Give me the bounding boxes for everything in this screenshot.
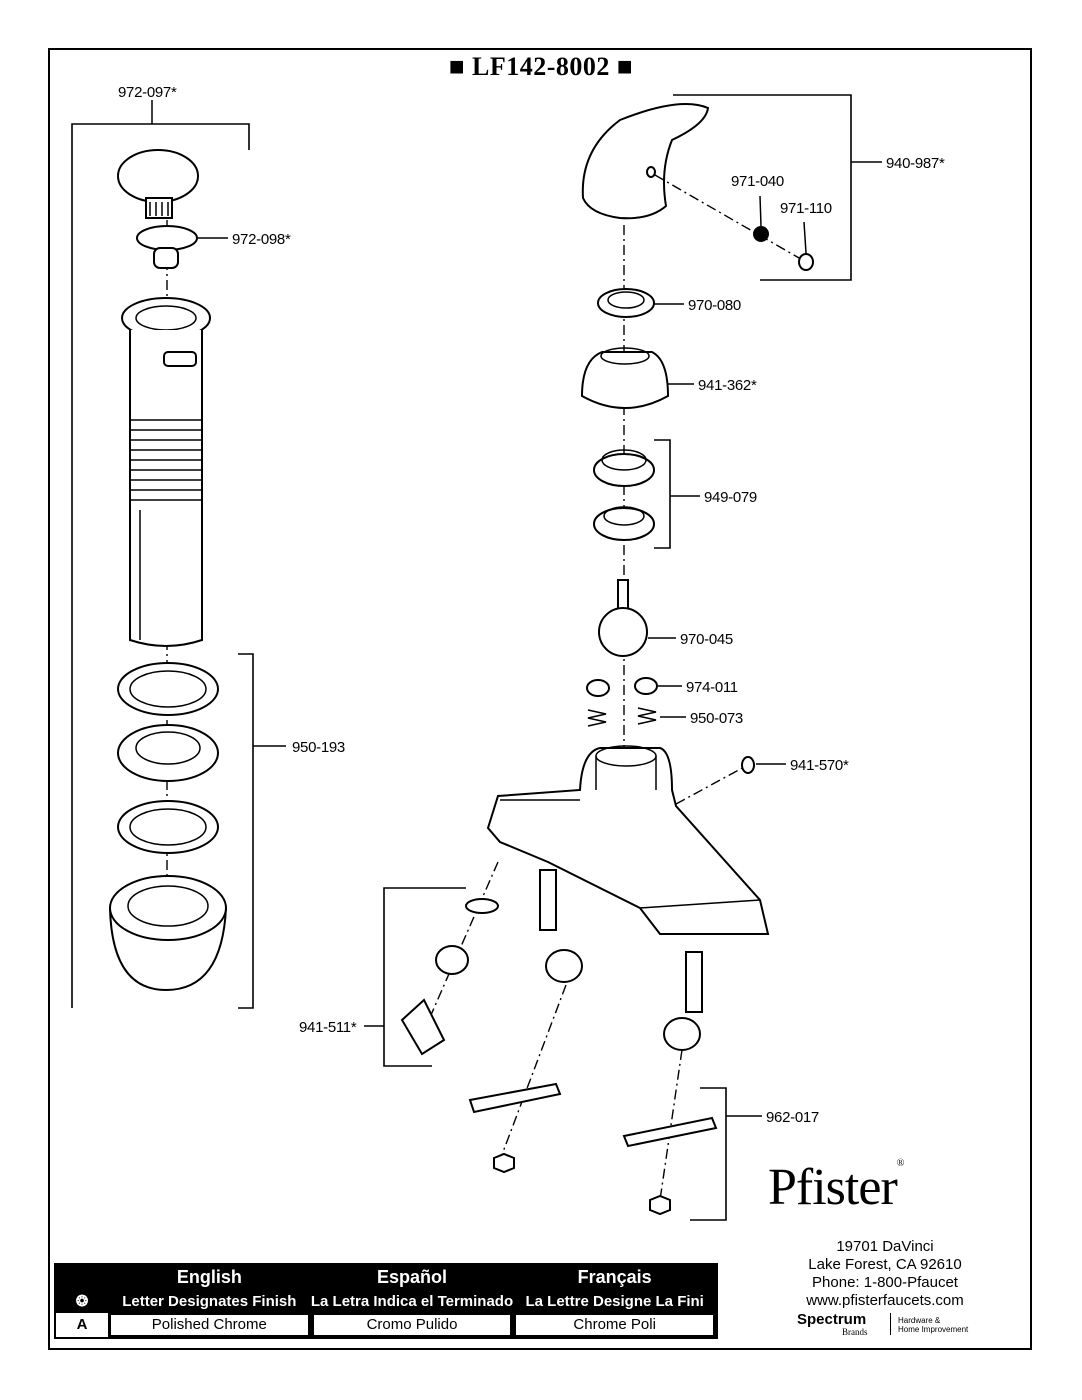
axis-nut-right (659, 1049, 683, 1201)
label-940-987: 940-987* (886, 155, 945, 172)
brand-registered: ® (896, 1158, 905, 1169)
lever-handle (581, 103, 710, 220)
subheader-english: Letter Designates Finish (122, 1292, 297, 1310)
mount-bracket-right (622, 1116, 718, 1148)
brand-name: Pfister (768, 1159, 898, 1216)
stud-left (539, 869, 557, 931)
label-972-097: 972-097* (118, 84, 177, 101)
label-970-045: 970-045 (680, 631, 733, 648)
finish-symbol: ❂ (75, 1293, 89, 1310)
spectrum-logo: Spectrum (797, 1311, 867, 1328)
drain-threads (130, 419, 202, 501)
header-spanish: Español (377, 1266, 448, 1287)
finish-code: A (56, 1313, 108, 1337)
cap (580, 351, 670, 409)
stopper-stem (145, 197, 173, 219)
finish-spanish: Cromo Pulido (312, 1314, 512, 1336)
packing (593, 507, 655, 541)
label-941-511: 941-511* (299, 1019, 357, 1036)
aerator-housing (400, 998, 446, 1056)
model-title: ■ LF142-8002 ■ (448, 52, 634, 81)
spring-left (587, 709, 607, 727)
pfister-logo: Pfister® (768, 1158, 1008, 1217)
diverter-plug (741, 756, 755, 774)
label-974-011: 974-011 (686, 679, 738, 696)
address-website[interactable]: www.pfisterfaucets.com (806, 1292, 964, 1309)
plug-button (798, 253, 814, 271)
bracket-940-987 (673, 94, 852, 281)
leader-971-040 (759, 195, 762, 227)
stud-right (685, 951, 703, 1013)
label-949-079: 949-079 (704, 489, 757, 506)
subheader-french: La Lettre Designe La Fini (525, 1292, 704, 1310)
seat-left (586, 679, 610, 697)
stopper-clip (153, 247, 179, 269)
ball (598, 607, 648, 657)
tagline-line-2: Home Improvement (898, 1325, 969, 1334)
coupling-nut-left (545, 949, 583, 983)
axis-nut-left (499, 984, 567, 1161)
address-city: Lake Forest, CA 92610 (808, 1256, 962, 1273)
header-english: English (176, 1266, 242, 1287)
label-941-362: 941-362* (698, 377, 757, 394)
bracket-950-193 (238, 653, 254, 1009)
finish-table: English Español Français ❂ Letter Design… (54, 1263, 718, 1339)
bracket-972-097 (71, 123, 250, 1008)
finish-table-header: English Español Français (56, 1265, 716, 1289)
axis-aerator (419, 861, 499, 1041)
subheader-spanish: La Letra Indica el Terminado (310, 1292, 514, 1310)
finish-english: Polished Chrome (110, 1314, 309, 1336)
bracket-949-079 (654, 439, 671, 549)
spectrum-brands-sub: Brands (842, 1327, 868, 1337)
mount-nut-right (649, 1194, 671, 1216)
label-950-193: 950-193 (292, 739, 345, 756)
bracket-962-017 (690, 1087, 727, 1221)
header-french: Français (577, 1266, 652, 1287)
faucet-body (486, 747, 770, 935)
stopper-seal (136, 225, 198, 251)
mount-bracket-left (468, 1082, 562, 1114)
label-972-098: 972-098* (232, 231, 291, 248)
aerator-insert (435, 945, 469, 975)
finish-row: A Polished Chrome Cromo Pulido Chrome Po… (56, 1313, 716, 1337)
adjusting-ring (597, 288, 655, 318)
label-971-040: 971-040 (731, 173, 784, 190)
leader-971-110 (803, 221, 807, 254)
label-971-110: 971-110 (780, 200, 832, 217)
tagline-line-1: Hardware & (898, 1316, 941, 1325)
coupling-nut-right (663, 1017, 701, 1051)
label-941-570: 941-570* (790, 757, 849, 774)
spring-right (637, 707, 657, 725)
address-block: 19701 DaVinci Lake Forest, CA 92610 Phon… (780, 1238, 990, 1310)
finish-table-subheader: ❂ Letter Designates Finish La Letra Indi… (56, 1289, 716, 1313)
label-950-073: 950-073 (690, 710, 743, 727)
aerator-washer (465, 898, 499, 914)
label-970-080: 970-080 (688, 297, 741, 314)
axis-set-screw (654, 174, 807, 263)
address-phone: Phone: 1-800-Pfaucet (812, 1274, 958, 1291)
lock-nut (117, 724, 219, 782)
page-border (48, 48, 1032, 1350)
logo-divider (890, 1313, 891, 1335)
mount-nut-left (493, 1152, 515, 1174)
label-962-017: 962-017 (766, 1109, 819, 1126)
drain-overflow-slot (163, 351, 197, 367)
finish-french: Chrome Poli (515, 1314, 715, 1336)
stopper-cap (117, 149, 199, 203)
set-screw (753, 226, 769, 242)
drain-tailpiece (129, 330, 203, 647)
seat-right (634, 677, 658, 695)
spectrum-tagline: Hardware & Home Improvement (898, 1316, 968, 1334)
axis-diverter (675, 765, 747, 805)
address-street: 19701 DaVinci (836, 1238, 934, 1255)
bracket-941-511 (383, 887, 466, 1067)
